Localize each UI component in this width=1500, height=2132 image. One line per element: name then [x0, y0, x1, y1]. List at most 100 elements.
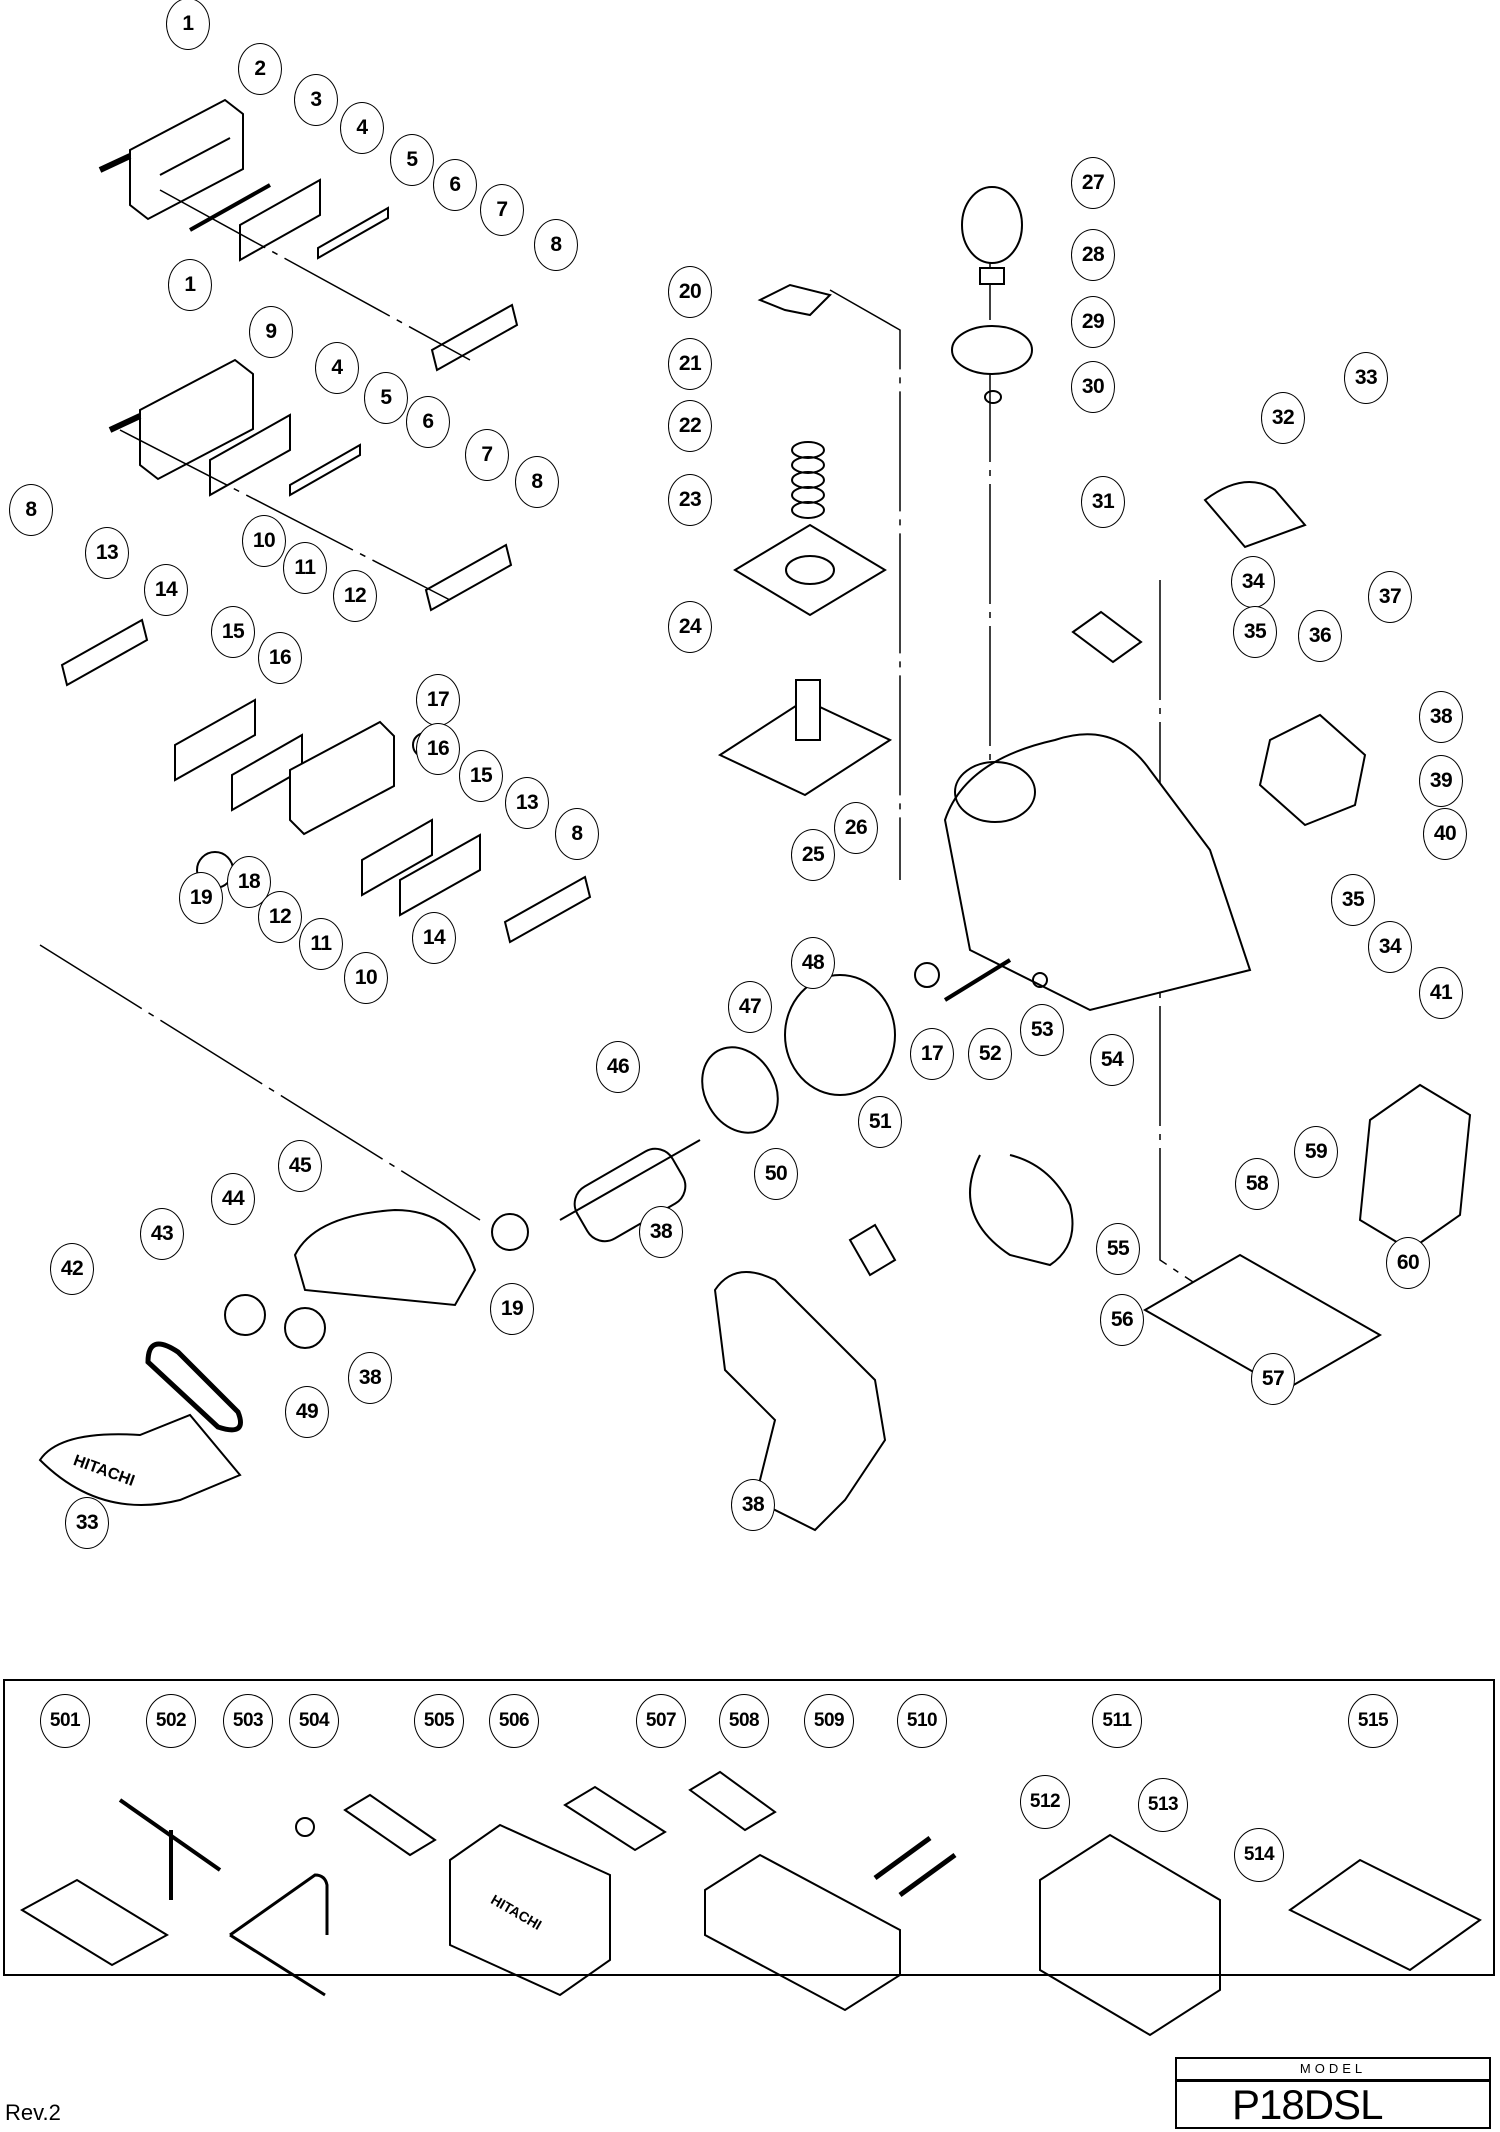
part-callout-501[interactable]: 501: [40, 1694, 90, 1748]
part-callout-38[interactable]: 38: [1419, 691, 1463, 743]
part-callout-512[interactable]: 512: [1020, 1775, 1070, 1829]
part-callout-504[interactable]: 504: [289, 1694, 339, 1748]
part-callout-15[interactable]: 15: [211, 606, 255, 658]
part-callout-16[interactable]: 16: [258, 632, 302, 684]
part-callout-38[interactable]: 38: [731, 1479, 775, 1531]
part-callout-40[interactable]: 40: [1423, 808, 1467, 860]
part-callout-514[interactable]: 514: [1234, 1828, 1284, 1882]
part-callout-5[interactable]: 5: [364, 372, 408, 424]
part-callout-19[interactable]: 19: [179, 872, 223, 924]
part-callout-19[interactable]: 19: [490, 1283, 534, 1335]
part-callout-57[interactable]: 57: [1251, 1353, 1295, 1405]
part-callout-43[interactable]: 43: [140, 1208, 184, 1260]
part-callout-8[interactable]: 8: [9, 484, 53, 536]
part-callout-39[interactable]: 39: [1419, 755, 1463, 807]
nut-28: [979, 267, 1005, 285]
part-callout-12[interactable]: 12: [258, 891, 302, 943]
part-callout-502[interactable]: 502: [146, 1694, 196, 1748]
part-callout-12[interactable]: 12: [333, 570, 377, 622]
part-callout-60[interactable]: 60: [1386, 1237, 1430, 1289]
part-callout-17[interactable]: 17: [910, 1028, 954, 1080]
part-callout-11[interactable]: 11: [283, 542, 327, 594]
part-callout-38[interactable]: 38: [348, 1352, 392, 1404]
part-callout-38[interactable]: 38: [639, 1206, 683, 1258]
part-callout-17[interactable]: 17: [416, 674, 460, 726]
part-callout-45[interactable]: 45: [278, 1140, 322, 1192]
part-callout-24[interactable]: 24: [668, 601, 712, 653]
part-callout-54[interactable]: 54: [1090, 1034, 1134, 1086]
part-callout-35[interactable]: 35: [1331, 874, 1375, 926]
part-callout-42[interactable]: 42: [50, 1243, 94, 1295]
part-callout-35[interactable]: 35: [1233, 606, 1277, 658]
part-callout-30[interactable]: 30: [1071, 361, 1115, 413]
part-callout-8[interactable]: 8: [534, 219, 578, 271]
part-callout-9[interactable]: 9: [249, 306, 293, 358]
part-callout-58[interactable]: 58: [1235, 1158, 1279, 1210]
part-callout-505[interactable]: 505: [414, 1694, 464, 1748]
part-callout-20[interactable]: 20: [668, 266, 712, 318]
part-callout-59[interactable]: 59: [1294, 1126, 1338, 1178]
part-callout-8[interactable]: 8: [515, 456, 559, 508]
part-callout-23[interactable]: 23: [668, 474, 712, 526]
part-callout-507[interactable]: 507: [636, 1694, 686, 1748]
part-callout-1[interactable]: 1: [168, 259, 212, 311]
bearing-29: [951, 325, 1033, 375]
part-callout-15[interactable]: 15: [459, 750, 503, 802]
part-callout-1[interactable]: 1: [166, 0, 210, 50]
part-callout-34[interactable]: 34: [1368, 921, 1412, 973]
part-callout-7[interactable]: 7: [465, 429, 509, 481]
part-callout-44[interactable]: 44: [211, 1173, 255, 1225]
part-callout-37[interactable]: 37: [1368, 571, 1412, 623]
part-callout-513[interactable]: 513: [1138, 1778, 1188, 1832]
part-callout-10[interactable]: 10: [344, 952, 388, 1004]
accessory-515-insert: [1288, 1858, 1482, 1972]
part-callout-13[interactable]: 13: [505, 777, 549, 829]
part-callout-8[interactable]: 8: [555, 808, 599, 860]
part-callout-52[interactable]: 52: [968, 1028, 1012, 1080]
part-callout-53[interactable]: 53: [1020, 1004, 1064, 1056]
part-callout-13[interactable]: 13: [85, 527, 129, 579]
part-callout-510[interactable]: 510: [897, 1694, 947, 1748]
part-callout-22[interactable]: 22: [668, 400, 712, 452]
part-callout-6[interactable]: 6: [406, 396, 450, 448]
part-callout-10[interactable]: 10: [242, 515, 286, 567]
part-callout-33[interactable]: 33: [1344, 352, 1388, 404]
part-callout-7[interactable]: 7: [480, 184, 524, 236]
part-callout-41[interactable]: 41: [1419, 967, 1463, 1019]
part-callout-16[interactable]: 16: [416, 723, 460, 775]
part-callout-503[interactable]: 503: [223, 1694, 273, 1748]
part-callout-34[interactable]: 34: [1231, 556, 1275, 608]
part-callout-508[interactable]: 508: [719, 1694, 769, 1748]
part-callout-509[interactable]: 509: [804, 1694, 854, 1748]
part-callout-51[interactable]: 51: [858, 1096, 902, 1148]
part-callout-3[interactable]: 3: [294, 74, 338, 126]
part-callout-29[interactable]: 29: [1071, 296, 1115, 348]
part-callout-49[interactable]: 49: [285, 1386, 329, 1438]
part-callout-5[interactable]: 5: [390, 134, 434, 186]
part-callout-21[interactable]: 21: [668, 338, 712, 390]
part-callout-14[interactable]: 14: [144, 564, 188, 616]
part-callout-26[interactable]: 26: [834, 802, 878, 854]
part-callout-506[interactable]: 506: [489, 1694, 539, 1748]
part-callout-33[interactable]: 33: [65, 1497, 109, 1549]
part-callout-56[interactable]: 56: [1100, 1294, 1144, 1346]
part-callout-31[interactable]: 31: [1081, 476, 1125, 528]
part-callout-27[interactable]: 27: [1071, 157, 1115, 209]
part-callout-4[interactable]: 4: [340, 102, 384, 154]
part-callout-48[interactable]: 48: [791, 937, 835, 989]
part-callout-14[interactable]: 14: [412, 912, 456, 964]
part-callout-50[interactable]: 50: [754, 1148, 798, 1200]
part-callout-2[interactable]: 2: [238, 43, 282, 95]
part-callout-46[interactable]: 46: [596, 1041, 640, 1093]
part-callout-55[interactable]: 55: [1096, 1223, 1140, 1275]
part-callout-36[interactable]: 36: [1298, 610, 1342, 662]
part-callout-6[interactable]: 6: [433, 159, 477, 211]
part-callout-47[interactable]: 47: [728, 981, 772, 1033]
part-callout-28[interactable]: 28: [1071, 229, 1115, 281]
part-callout-11[interactable]: 11: [299, 918, 343, 970]
part-callout-511[interactable]: 511: [1092, 1694, 1142, 1748]
part-callout-25[interactable]: 25: [791, 829, 835, 881]
part-callout-515[interactable]: 515: [1348, 1694, 1398, 1748]
part-callout-32[interactable]: 32: [1261, 392, 1305, 444]
part-callout-4[interactable]: 4: [315, 342, 359, 394]
